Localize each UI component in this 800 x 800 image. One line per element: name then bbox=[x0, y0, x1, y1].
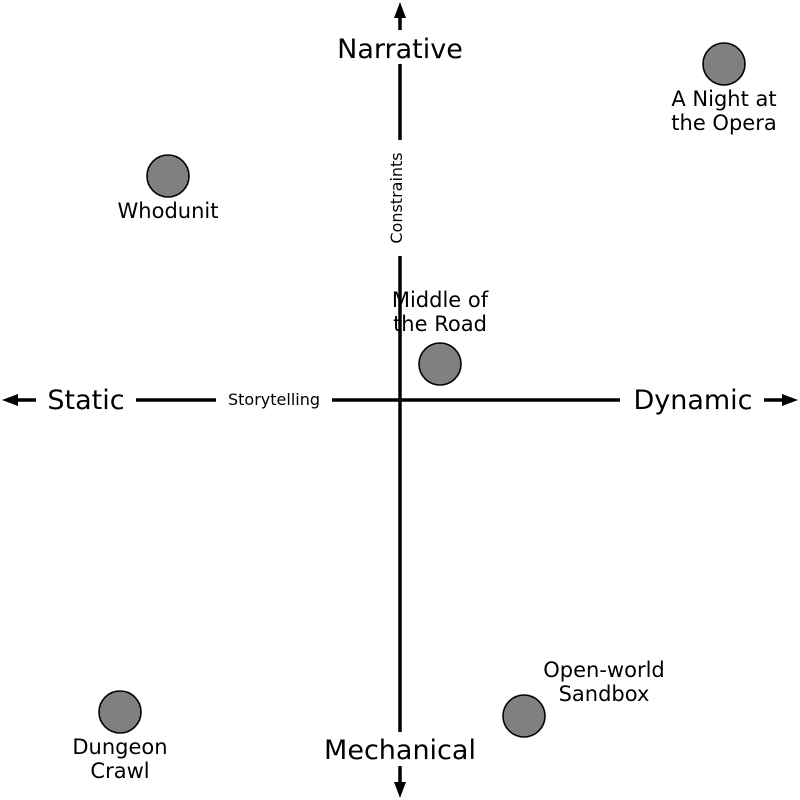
point-label: Sandbox bbox=[559, 682, 650, 706]
point-label: Middle of bbox=[392, 288, 489, 312]
point-label: the Road bbox=[393, 312, 487, 336]
point-marker bbox=[702, 42, 746, 86]
point-label: Open-world bbox=[543, 658, 665, 682]
pole-label-dynamic: Dynamic bbox=[633, 385, 752, 416]
pole-label-mechanical: Mechanical bbox=[324, 735, 476, 766]
point-marker bbox=[502, 694, 546, 738]
axis-title-storytelling: Storytelling bbox=[228, 390, 320, 409]
point-label: Whodunit bbox=[118, 199, 219, 223]
point-label: the Opera bbox=[671, 111, 776, 135]
horizontal-axis bbox=[2, 394, 798, 406]
point-group: Whodunit bbox=[118, 154, 219, 223]
left-arrow-icon bbox=[2, 394, 18, 406]
point-marker bbox=[98, 690, 142, 734]
pole-label-narrative: Narrative bbox=[337, 34, 463, 65]
down-arrow-icon bbox=[394, 782, 406, 798]
pole-label-static: Static bbox=[47, 385, 124, 416]
right-arrow-icon bbox=[782, 394, 798, 406]
up-arrow-icon bbox=[394, 2, 406, 18]
point-label: Dungeon bbox=[72, 735, 167, 759]
point-marker bbox=[418, 342, 462, 386]
point-label: Crawl bbox=[90, 759, 149, 783]
point-marker bbox=[146, 154, 190, 198]
vertical-axis bbox=[394, 2, 406, 798]
point-label: A Night at bbox=[671, 87, 776, 111]
axis-title-constraints: Constraints bbox=[387, 152, 406, 243]
